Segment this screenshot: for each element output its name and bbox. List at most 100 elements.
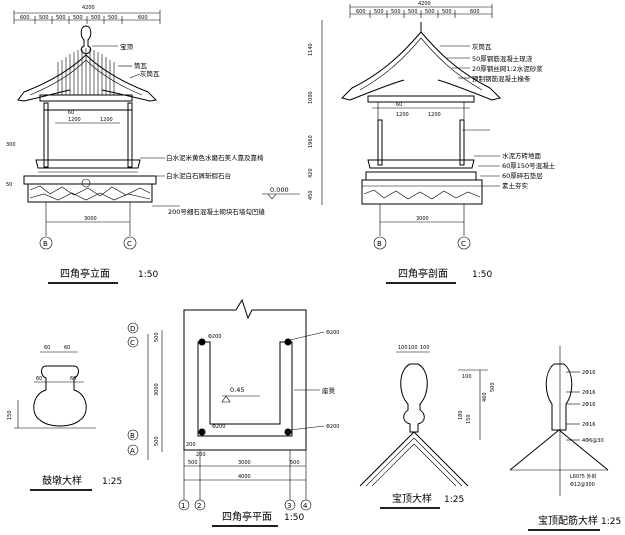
plan-level: 0.45 xyxy=(230,386,244,394)
plan-bottom-dim: 500 xyxy=(188,460,198,466)
drum-scale: 1:25 xyxy=(102,477,122,487)
plan-col-label: Φ200 xyxy=(326,330,339,336)
rebar-label: 2Φ16 xyxy=(582,370,595,376)
sect-roof-note: 50厚钢筋混凝土现浇 xyxy=(472,54,533,63)
sect-top-dim: 500 xyxy=(374,9,384,15)
sect-top-dim: 500 xyxy=(442,9,452,15)
plan-axis-bottom: 2 xyxy=(197,502,201,510)
elevation-view: 4200 600 500 500 500 500 500 600 宝顶 xyxy=(6,5,300,284)
elev-side-dim: 300 xyxy=(6,142,16,148)
sect-small-dim: 60 xyxy=(396,102,402,108)
drum-dim: 60 xyxy=(36,376,42,382)
plan-col-label: Φ200 xyxy=(208,334,221,340)
drum-dim: 60 xyxy=(44,345,50,351)
plan-height-dim: 500 xyxy=(154,332,160,342)
plan-view: D C B A 500 3000 500 Φ200 Φ200 Φ200 Φ200… xyxy=(127,298,339,527)
finial-title: 宝顶大样 xyxy=(392,492,432,505)
sect-left-dim: 1140 xyxy=(308,43,314,56)
sect-mid-dim: 1200 xyxy=(396,112,409,118)
sect-roof-note: 预制钢筋混凝土椽条 xyxy=(472,74,531,83)
elev-label-finial: 宝顶 xyxy=(120,42,134,51)
sect-title: 四角亭剖面 xyxy=(398,267,448,280)
sect-floor-note: 水泥方砖地面 xyxy=(502,151,542,160)
elev-overall-width: 4200 xyxy=(82,5,95,11)
finial-right-dim: 500 xyxy=(490,382,496,392)
plan-axis-bottom: 4 xyxy=(303,502,308,510)
sect-top-dim: 500 xyxy=(391,9,401,15)
plan-col-label: Φ200 xyxy=(212,424,225,430)
sect-left-dim: 1000 xyxy=(308,91,314,104)
sect-top-dim: 600 xyxy=(470,9,480,15)
drum-detail: 60 60 60 60 150 鼓墩大样 1:25 xyxy=(7,345,122,491)
sect-mid-dim: 1200 xyxy=(428,112,441,118)
finial-right-dim: 150 xyxy=(466,414,472,424)
rebar-label: 2Φ16 xyxy=(582,422,595,428)
sect-overall-width: 4200 xyxy=(418,1,431,7)
rebar-label: 4Φ6@30 xyxy=(582,438,604,444)
plan-bottom-dim: 500 xyxy=(290,460,300,466)
sect-roof-note: 灰筒瓦 xyxy=(472,42,492,51)
sect-left-dim: 450 xyxy=(308,190,314,200)
plan-axis-left: B xyxy=(130,432,135,440)
elev-mid-dim: 1200 xyxy=(68,117,81,123)
rebar-label: 2Φ16 xyxy=(582,402,595,408)
plan-title: 四角亭平面 xyxy=(222,510,272,523)
elev-col-dim: 3000 xyxy=(84,216,97,222)
plan-col-label: Φ200 xyxy=(326,424,339,430)
finial-right-dim: 460 xyxy=(482,392,488,402)
plan-axis-left: D xyxy=(130,325,135,333)
plan-axis-bottom: 1 xyxy=(181,502,185,510)
sect-top-dim: 500 xyxy=(425,9,435,15)
elev-mid-dim: 1200 xyxy=(100,117,113,123)
elev-axis: C xyxy=(127,240,132,248)
rebar-label: Φ12@300 xyxy=(570,482,595,488)
plan-bottom-dim: 4000 xyxy=(238,474,251,480)
finial-top-dim: 100 xyxy=(398,345,408,351)
sect-axis: B xyxy=(377,240,382,248)
section-view: 4200 600 500 500 500 500 500 600 1140 10… xyxy=(308,1,556,284)
elev-axis: B xyxy=(43,240,48,248)
elev-top-dim: 600 xyxy=(20,15,30,21)
elev-top-dim: 600 xyxy=(138,15,148,21)
rebar-label: 2Φ16 xyxy=(582,390,595,396)
drum-dim: 60 xyxy=(70,376,76,382)
elev-label-tile: 筒瓦 xyxy=(134,61,148,70)
plan-height-dim: 3000 xyxy=(154,383,160,396)
finial-right-dim: 100 xyxy=(462,374,472,380)
sect-col-dim: 3000 xyxy=(416,216,429,222)
elev-title: 四角亭立面 xyxy=(60,267,110,280)
sect-floor-note: 60厚150号混凝土 xyxy=(502,161,556,170)
drum-dim: 150 xyxy=(7,410,13,420)
sect-scale: 1:50 xyxy=(472,270,492,280)
elev-label-grey-tile: 灰筒瓦 xyxy=(140,69,160,78)
rebar-title: 宝顶配筋大样 xyxy=(538,514,598,527)
plan-axis-left: A xyxy=(130,447,135,455)
drum-dim: 60 xyxy=(64,345,70,351)
sect-left-dim: 1960 xyxy=(308,135,314,148)
finial-top-dim: 100 xyxy=(408,345,418,351)
rebar-detail: 2Φ16 2Φ16 2Φ16 2Φ16 4Φ6@30 L60?5 外封 Φ12@… xyxy=(509,346,621,531)
plan-seat-label: 座凳 xyxy=(322,386,336,395)
sect-roof-note: 20厚钢丝网1:2水泥砂浆 xyxy=(472,64,543,73)
plan-bottom-dim: 200 xyxy=(186,442,196,448)
elev-top-dim: 500 xyxy=(56,15,66,21)
plan-scale: 1:50 xyxy=(284,513,304,523)
sect-left-dim: 420 xyxy=(308,168,314,178)
elev-top-dim: 500 xyxy=(108,15,118,21)
elev-level: 0.000 xyxy=(270,186,289,194)
elev-top-dim: 500 xyxy=(39,15,49,21)
sect-floor-note: 素土夯实 xyxy=(502,181,529,190)
drum-title: 鼓墩大样 xyxy=(42,474,82,487)
plan-bottom-dim: 3000 xyxy=(238,460,251,466)
sect-axis: C xyxy=(461,240,466,248)
elev-note: 200号细石混凝土砌块石墙勾凹缝 xyxy=(168,207,265,216)
finial-detail: 100 100 100 100 460 500 180 150 宝顶大样 1:2… xyxy=(359,345,496,509)
sect-top-dim: 500 xyxy=(408,9,418,15)
rebar-label: L60?5 外封 xyxy=(570,473,597,480)
plan-axis-left: C xyxy=(130,339,135,347)
elev-top-dim: 500 xyxy=(91,15,101,21)
elev-note: 白水泥米黄色水磨石美人靠及靠椅 xyxy=(166,153,264,162)
elev-top-dim: 500 xyxy=(73,15,83,21)
elev-side-dim: 50 xyxy=(6,182,12,188)
